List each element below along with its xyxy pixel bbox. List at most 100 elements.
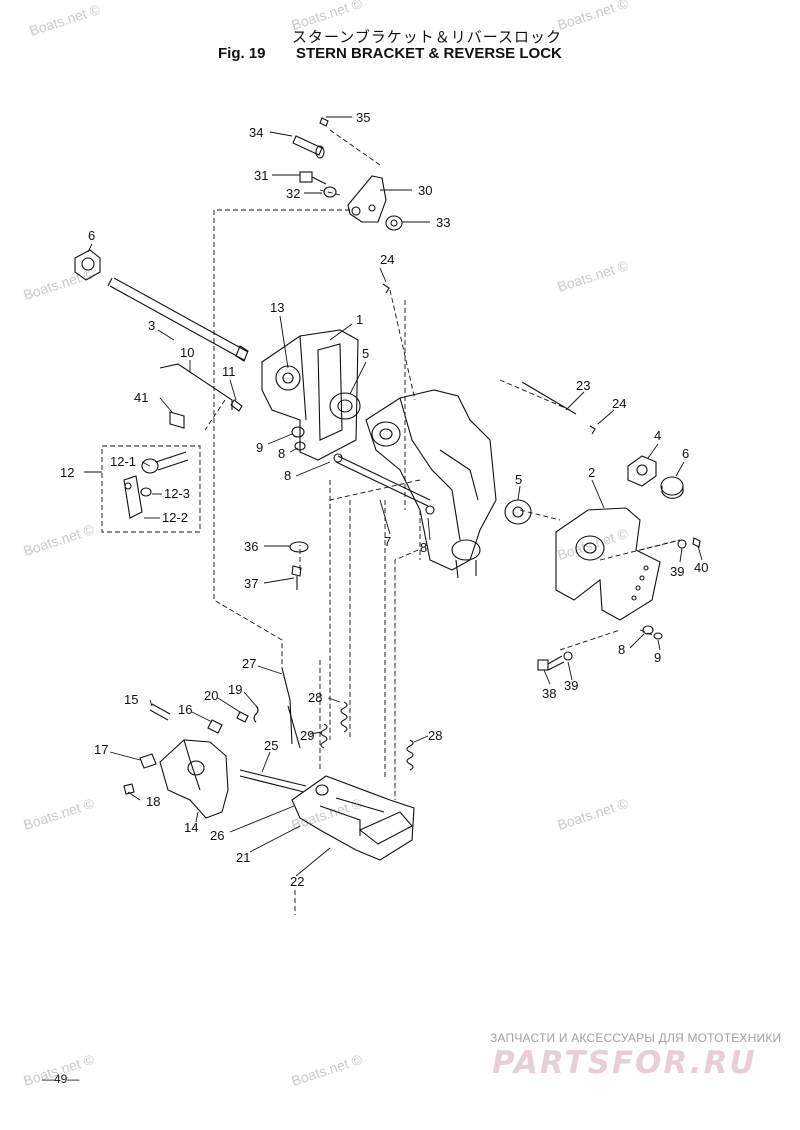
callout: 37 [244, 576, 258, 591]
swivel-bracket [365, 389, 497, 579]
callout: 25 [264, 738, 278, 753]
nut-40 [692, 537, 701, 548]
arm-22 [358, 811, 413, 845]
nut-6 [74, 249, 101, 281]
callout: 15 [124, 692, 138, 707]
callout: 34 [249, 125, 263, 140]
callout: 14 [184, 820, 198, 835]
tilt-tube-3 [107, 277, 249, 362]
callout: 16 [178, 702, 192, 717]
callout: 8 [284, 468, 291, 483]
plate-12-2 [123, 475, 143, 519]
stern-bracket-2 [555, 507, 661, 621]
screw-11 [230, 399, 243, 412]
pin-15 [149, 703, 171, 721]
assembly-guide-lines [204, 129, 681, 915]
callout: 23 [576, 378, 590, 393]
pin-23 [521, 381, 577, 415]
washer-8 [333, 453, 343, 463]
reverse-lock-14 [159, 739, 229, 819]
page-title: STERN BRACKET & REVERSE LOCK [296, 45, 562, 62]
callout: 38 [542, 686, 556, 701]
figure-number: Fig. 19 [218, 45, 266, 62]
callout: 26 [210, 828, 224, 843]
washer-33 [385, 215, 403, 231]
bolt-37 [291, 565, 302, 590]
callout: 10 [180, 345, 194, 360]
callout: 27 [242, 656, 256, 671]
rod-19 [287, 705, 301, 749]
callout: 5 [362, 346, 369, 361]
callout: 22 [290, 874, 304, 889]
callout: 24 [612, 396, 626, 411]
callout: 21 [236, 850, 250, 865]
lever-30 [347, 175, 387, 223]
pin-7 [335, 455, 431, 507]
callout: 13 [270, 300, 284, 315]
callout: 8 [618, 642, 625, 657]
callout: 33 [436, 215, 450, 230]
callout: 12-2 [162, 510, 188, 525]
nut-20 [236, 711, 249, 723]
callout: 39 [670, 564, 684, 579]
spring-29 [320, 723, 328, 749]
callout: 9 [654, 650, 661, 665]
callout: 12 [60, 465, 74, 480]
washer-9-right [653, 632, 663, 640]
title-japanese: スターンブラケット＆リバースロック [292, 29, 563, 46]
callout: 40 [694, 560, 708, 575]
callout: 31 [254, 168, 268, 183]
callout: 1 [356, 312, 363, 327]
bolt-12-1 [141, 451, 189, 474]
partsfor-logo: PARTSFOR.RU [492, 1045, 757, 1081]
bush-5 [329, 392, 361, 420]
callout: 8 [278, 446, 285, 461]
callout: 8 [420, 540, 427, 555]
callout: 2 [588, 465, 595, 480]
page-number: —49— [42, 1072, 80, 1086]
callout: 41 [134, 390, 148, 405]
callout: 17 [94, 742, 108, 757]
pin-12-3 [140, 487, 152, 497]
washer-32 [323, 186, 337, 198]
kit-12-frame [101, 445, 201, 533]
callout: 39 [564, 678, 578, 693]
nut-4 [627, 455, 657, 487]
callout: 12-3 [164, 486, 190, 501]
clip-24 [382, 283, 390, 294]
callout: 9 [256, 440, 263, 455]
nut-8 [294, 441, 306, 451]
spring-28 [340, 701, 348, 733]
callout: 28 [428, 728, 442, 743]
plate-17 [139, 753, 157, 769]
pin-34 [292, 135, 325, 159]
callout: 7 [384, 534, 391, 549]
rubber-36 [289, 541, 309, 553]
callout: 20 [204, 688, 218, 703]
callout: 36 [244, 539, 258, 554]
bolt-31 [299, 171, 327, 185]
plate-41 [169, 411, 185, 429]
callout: 32 [286, 186, 300, 201]
callout: 24 [380, 252, 394, 267]
leader-lines [84, 116, 703, 877]
callout: 35 [356, 110, 370, 125]
callout: 30 [418, 183, 432, 198]
rod-27 [281, 667, 293, 745]
lock-assembly-21 [291, 775, 415, 861]
callout: 5 [515, 472, 522, 487]
screw-18 [123, 783, 135, 795]
spring-19 [253, 705, 259, 723]
callout: 3 [148, 318, 155, 333]
callout: 4 [654, 428, 661, 443]
callout: 12-1 [110, 454, 136, 469]
cap-6 [660, 476, 684, 499]
collar-16 [207, 719, 223, 734]
washer-39 [677, 539, 687, 549]
callout: 29 [300, 728, 314, 743]
callout: 28 [308, 690, 322, 705]
nut-8-right [642, 625, 654, 635]
callout-labels: 35 34 31 32 30 33 6 24 13 1 3 5 10 11 41… [60, 110, 708, 889]
